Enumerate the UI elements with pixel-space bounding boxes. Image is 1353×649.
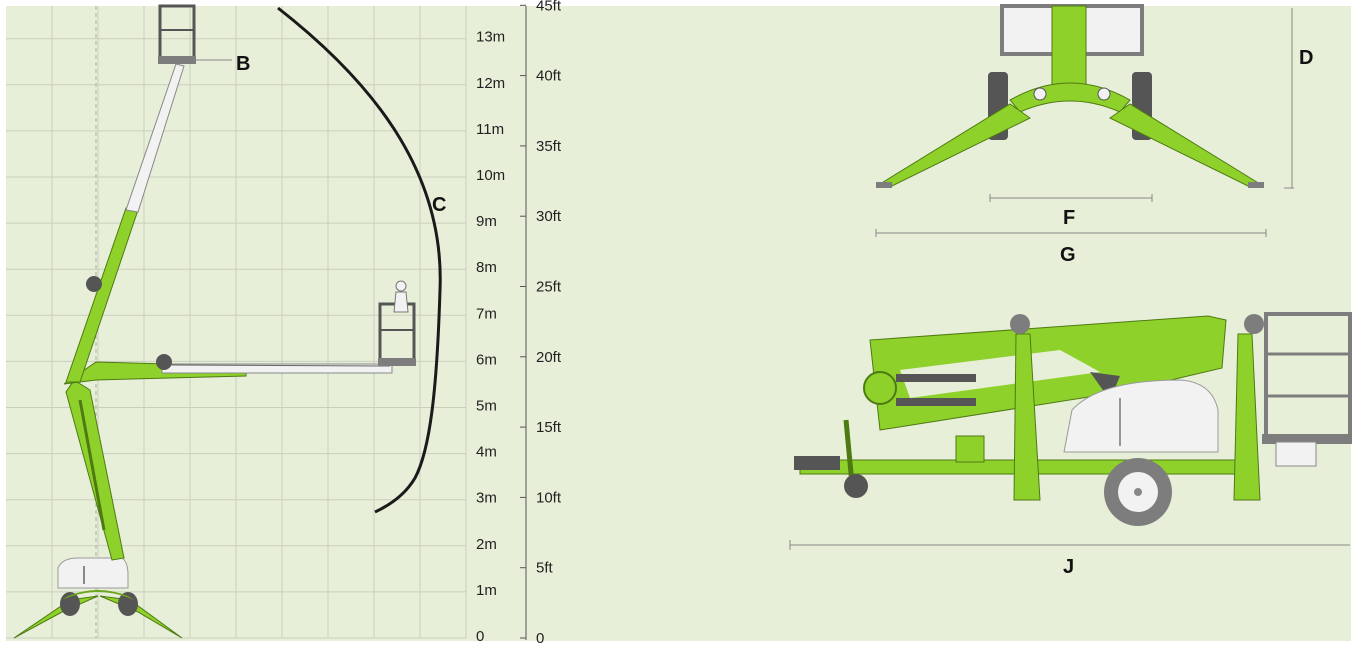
- base-outrigger-left: [13, 595, 99, 639]
- base-chassis: [62, 590, 134, 600]
- platform-basket-high-floor: [158, 56, 196, 64]
- feet-scale-label: 20ft: [536, 349, 562, 366]
- jib-leveling-rod: [169, 364, 391, 367]
- dimension-label-d: D: [1299, 47, 1313, 69]
- stowed-boom-pivot: [863, 371, 897, 405]
- stowed-boom-cutout: [900, 350, 1100, 398]
- platform-basket-low-floor: [378, 358, 416, 366]
- stowed-cylinder-bottom: [896, 398, 976, 406]
- meter-scale-label: 6m: [476, 351, 497, 368]
- feet-scale-label: 30ft: [536, 208, 562, 225]
- stowed-basket-mount: [1275, 441, 1317, 467]
- jockey-wheel: [844, 474, 868, 498]
- meter-scale-label: 13m: [476, 29, 505, 46]
- dimension-label-j: J: [1063, 556, 1074, 578]
- rear-outrigger-knob: [1010, 314, 1030, 334]
- meter-scale-label: 10m: [476, 167, 505, 184]
- meter-scale-label: 7m: [476, 305, 497, 322]
- base-wheel-right: [118, 592, 138, 616]
- feet-scale-label: 15ft: [536, 419, 562, 436]
- feet-scale: 0 5ft 10ft 15ft 20ft 25ft 30ft 35ft 40ft 45ft: [520, 0, 562, 647]
- feet-scale-label: 45ft: [536, 0, 562, 14]
- dimension-label-b: B: [236, 53, 250, 75]
- side-view-boom-lift: [13, 4, 416, 639]
- meter-scale-label: 3m: [476, 490, 497, 507]
- meter-scale-label: 9m: [476, 213, 497, 230]
- dimension-label-c: C: [432, 194, 446, 216]
- meter-scale: 0 1m 2m 3m 4m 5m 6m 7m 8m 9m 10m 11m 12m 13m: [476, 29, 505, 645]
- turret-body: [57, 557, 129, 589]
- meter-scale-label: 12m: [476, 75, 505, 92]
- rear-outrigger-leg: [1013, 333, 1041, 501]
- feet-scale-label: 10ft: [536, 489, 562, 506]
- meter-scale-label: 1m: [476, 582, 497, 599]
- base-outrigger-right: [99, 595, 183, 639]
- operator-low-head: [395, 280, 407, 292]
- feet-scale-label: 25ft: [536, 279, 562, 296]
- feet-scale-label: 5ft: [536, 560, 554, 577]
- lower-boom: [65, 379, 125, 561]
- feet-scale-label: 35ft: [536, 138, 562, 155]
- dimension-label-g: G: [1060, 244, 1076, 266]
- working-envelope-curve: [277, 6, 442, 514]
- meter-scale-label: 4m: [476, 444, 497, 461]
- front-boom-mast: [1051, 5, 1087, 97]
- feet-scale-label: 40ft: [536, 68, 562, 85]
- dimension-label-f: F: [1063, 207, 1075, 229]
- chassis-box: [955, 435, 985, 463]
- front-hub-right: [1097, 87, 1111, 101]
- feet-scale-label: 0: [536, 630, 544, 647]
- front-outrigger-leg: [1233, 333, 1261, 501]
- boom-pivot-middle: [156, 354, 172, 370]
- meter-scale-label: 11m: [476, 121, 504, 138]
- side-view-transport: [789, 312, 1352, 550]
- operator-low-body: [393, 291, 409, 313]
- front-hub-left: [1033, 87, 1047, 101]
- trailer-wheel-hub: [1134, 488, 1142, 496]
- front-view-outriggers: [875, 4, 1294, 237]
- front-outrigger-knob: [1244, 314, 1264, 334]
- meter-scale-label: 8m: [476, 259, 497, 276]
- meter-scale-label: 0: [476, 628, 484, 645]
- trailer-hitch: [794, 456, 840, 470]
- front-outrigger-foot-right: [1248, 182, 1264, 188]
- meter-scale-label: 5m: [476, 398, 497, 415]
- stowed-cylinder-top: [896, 374, 976, 382]
- meter-scale-label: 2m: [476, 536, 497, 553]
- jockey-wheel-post: [843, 419, 855, 485]
- lower-boom-cylinder: [78, 399, 106, 531]
- boom-pivot-upper: [86, 276, 102, 292]
- stowed-basket-floor: [1262, 434, 1352, 444]
- engine-cover: [1063, 379, 1219, 453]
- upper-boom-telescope: [125, 63, 185, 213]
- front-outrigger-foot-left: [876, 182, 892, 188]
